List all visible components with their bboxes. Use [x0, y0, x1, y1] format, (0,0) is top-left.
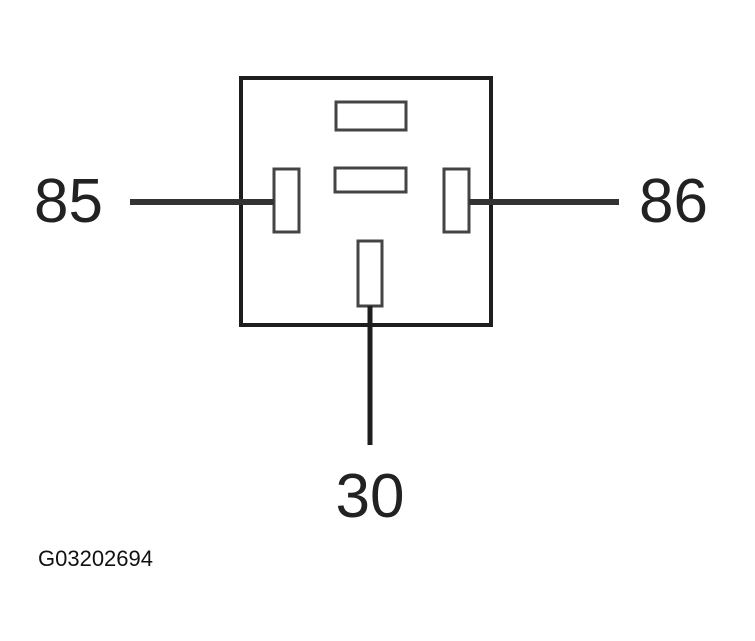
figure-id: G03202694	[38, 546, 153, 571]
terminal-30	[356, 239, 384, 308]
pin-label-85: 85	[34, 167, 103, 236]
pin-label-30: 30	[336, 462, 405, 531]
terminal-middle	[333, 166, 408, 194]
terminal-86	[442, 167, 471, 234]
terminal-85	[272, 167, 301, 234]
terminal-top	[334, 100, 408, 132]
pin-label-86: 86	[639, 167, 708, 236]
